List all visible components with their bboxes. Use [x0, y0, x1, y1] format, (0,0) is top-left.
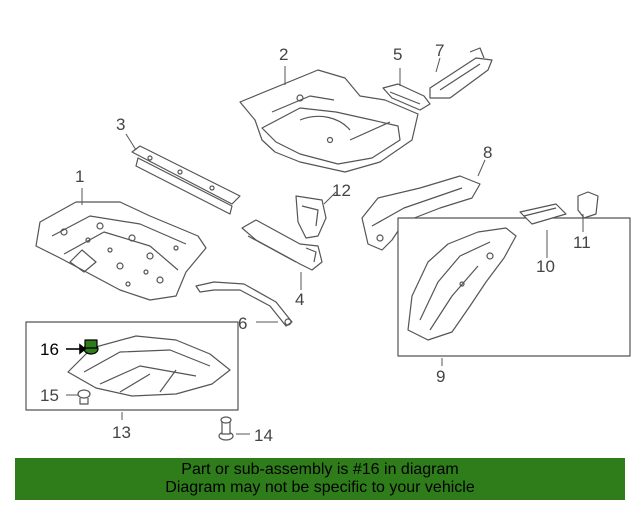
banner-line-1: Part or sub-assembly is #16 in diagram: [181, 461, 459, 478]
part-14-bolt[interactable]: [218, 416, 234, 441]
callout-6[interactable]: 6: [238, 314, 248, 333]
callout-1[interactable]: 1: [75, 167, 85, 186]
callout-12[interactable]: 12: [332, 181, 351, 200]
callout-9[interactable]: 9: [436, 367, 446, 386]
callout-15[interactable]: 15: [40, 386, 59, 405]
part-5-bracket[interactable]: [382, 83, 431, 111]
leader-lines: [66, 57, 584, 435]
part-13-undercover[interactable]: [67, 335, 231, 397]
parts-diagram: [25, 47, 631, 441]
part-16-nut-highlight[interactable]: [83, 339, 99, 355]
info-banner: Part or sub-assembly is #16 in diagram D…: [15, 458, 625, 500]
callout-13[interactable]: 13: [112, 423, 131, 442]
part-8-side-frame[interactable]: [361, 175, 481, 251]
banner-line-2: Diagram may not be specific to your vehi…: [165, 479, 475, 496]
callout-2[interactable]: 2: [279, 45, 289, 64]
part-11-bracket[interactable]: [577, 191, 599, 219]
callout-3[interactable]: 3: [116, 115, 126, 134]
callout-16[interactable]: 16: [40, 340, 59, 359]
callout-8[interactable]: 8: [483, 143, 493, 162]
part-9-quarter-panel[interactable]: [407, 227, 517, 341]
callout-11[interactable]: 11: [573, 233, 591, 252]
callout-14[interactable]: 14: [254, 426, 273, 445]
callout-10[interactable]: 10: [536, 257, 555, 276]
part-10-reinforcement[interactable]: [519, 203, 567, 225]
callout-5[interactable]: 5: [393, 45, 403, 64]
part-3-cross-member[interactable]: [131, 145, 241, 215]
part-12-bracket[interactable]: [295, 195, 327, 239]
callout-4[interactable]: 4: [295, 290, 305, 309]
leader-16: [66, 343, 87, 355]
part-7-bracket[interactable]: [429, 47, 493, 99]
callout-7[interactable]: 7: [435, 41, 445, 60]
part-6-brace-rod[interactable]: [195, 281, 293, 327]
part-1-floor-panel[interactable]: [35, 201, 207, 301]
part-2-rear-floor-pan[interactable]: [239, 69, 419, 173]
part-15-bolt[interactable]: [77, 389, 91, 405]
part-4-rail[interactable]: [241, 219, 323, 271]
